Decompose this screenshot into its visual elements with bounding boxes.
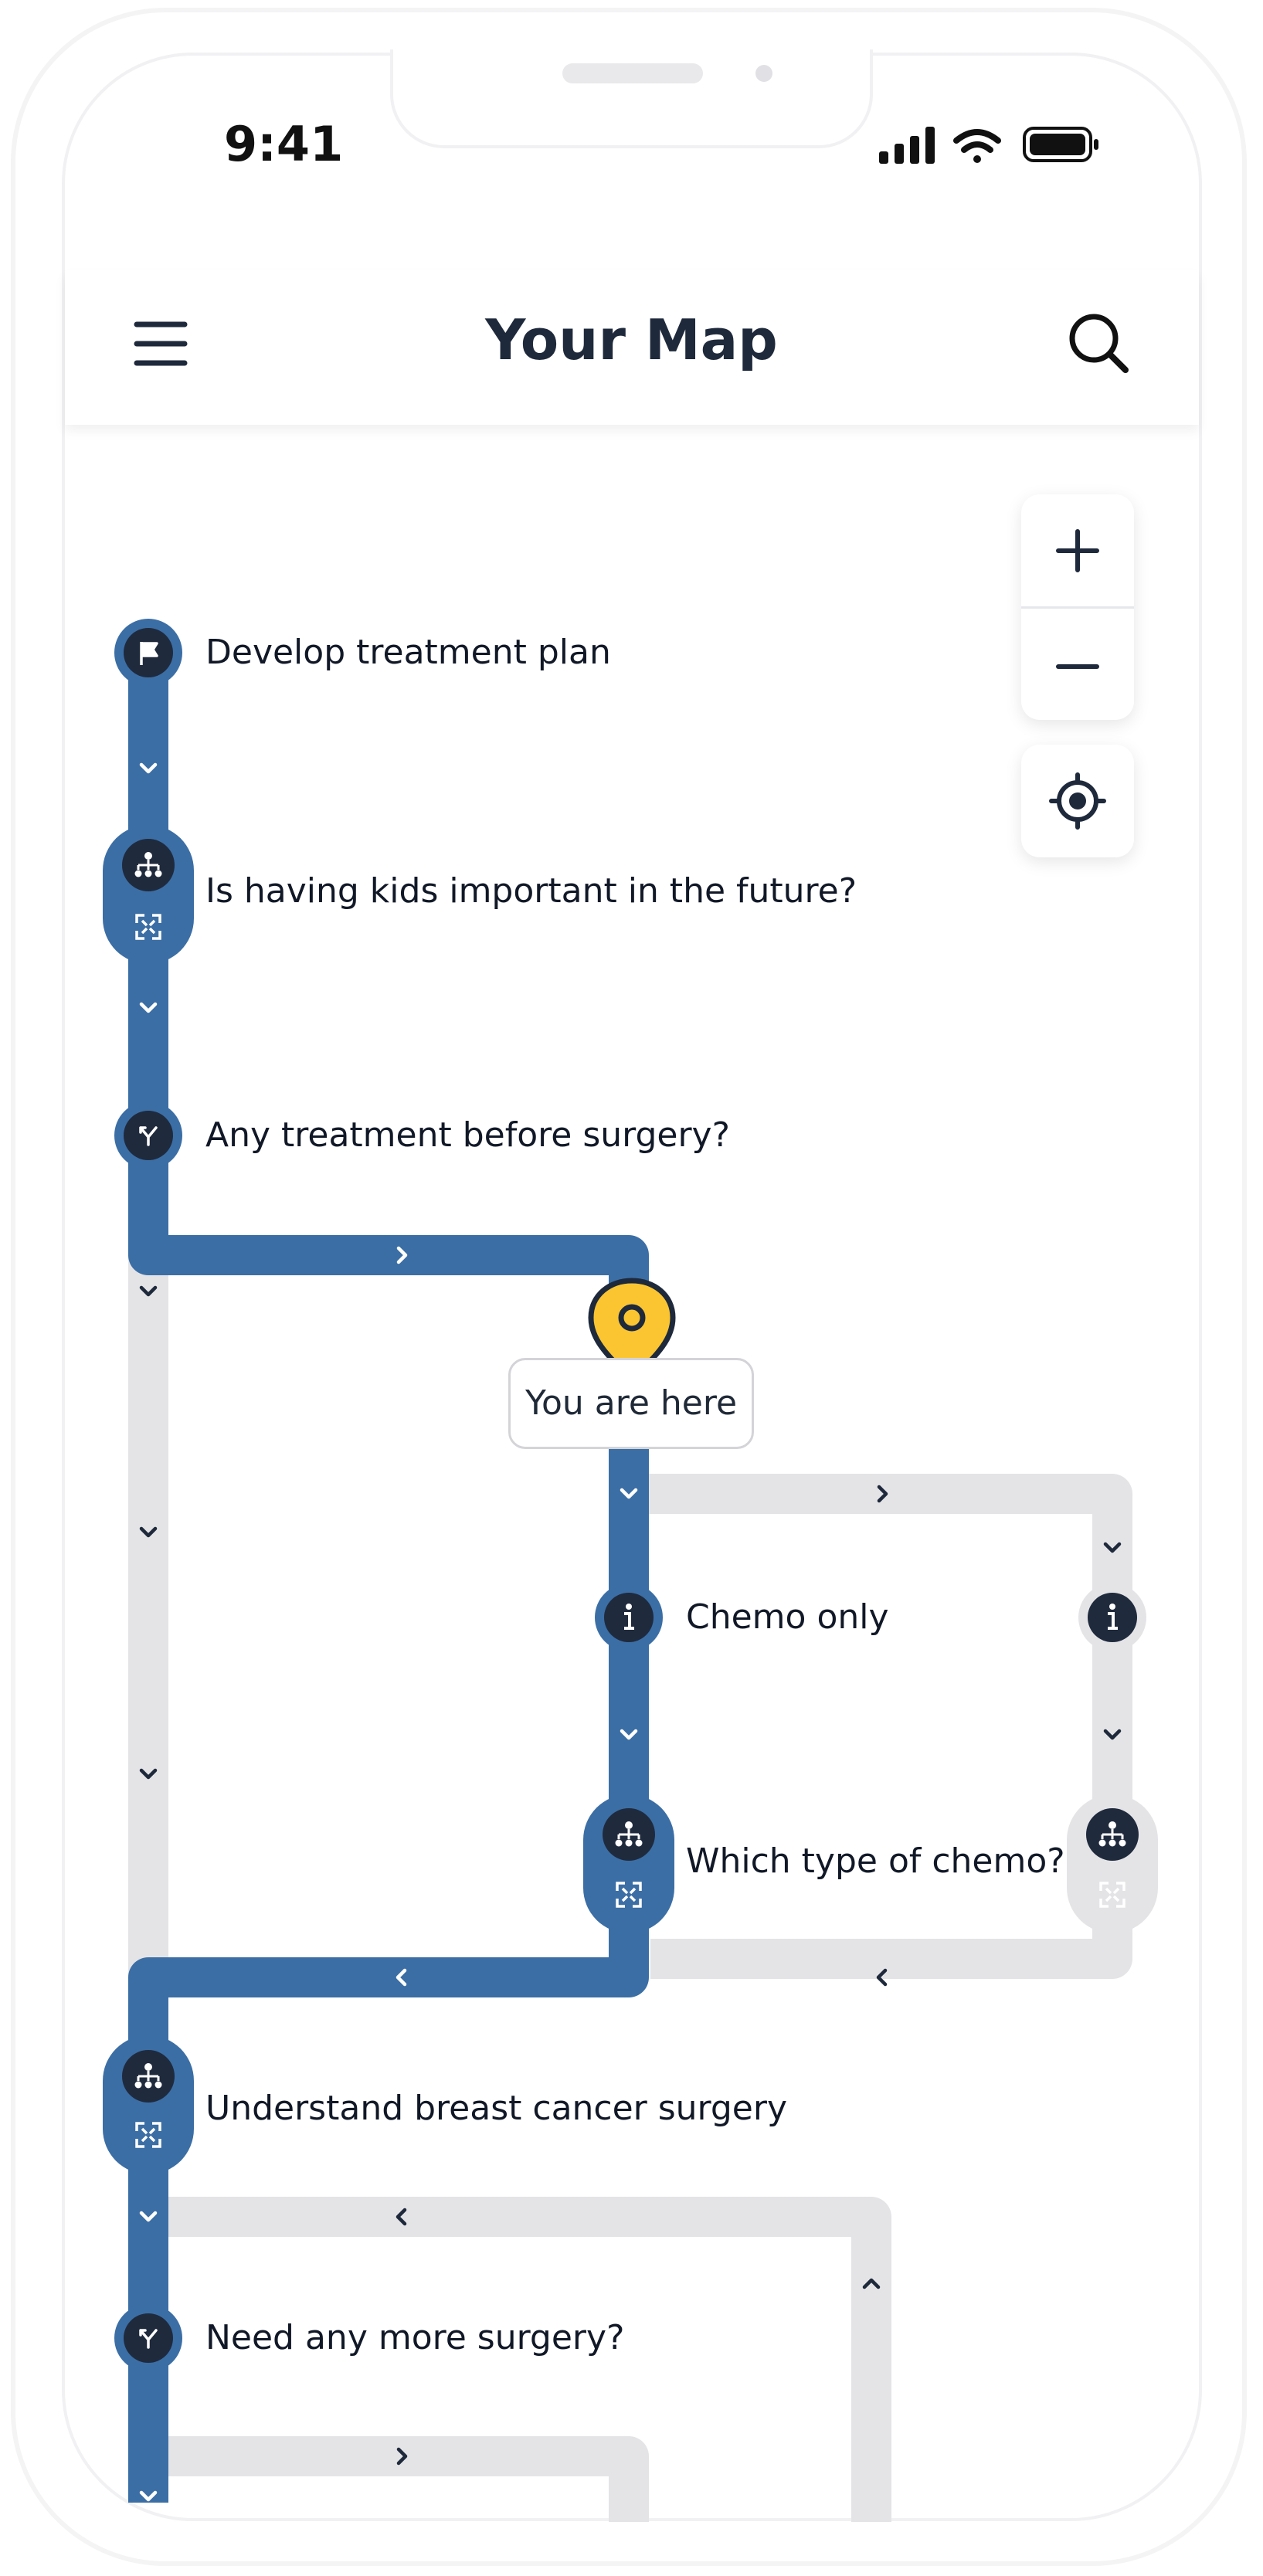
map-canvas[interactable] xyxy=(0,0,1263,2522)
current-location-label: You are here xyxy=(508,1358,754,1449)
node-label-develop-plan[interactable]: Develop treatment plan xyxy=(205,633,611,672)
node-label-understand-surgery[interactable]: Understand breast cancer surgery xyxy=(205,2089,788,2128)
flag-icon[interactable] xyxy=(114,619,182,687)
hierarchy-icon[interactable] xyxy=(122,2050,175,2103)
status-icons xyxy=(879,127,1098,164)
node-label-chemo-only[interactable]: Chemo only xyxy=(686,1597,889,1637)
node-label-kids[interactable]: Is having kids important in the future? xyxy=(205,871,857,911)
info-icon-inactive[interactable] xyxy=(1078,1583,1146,1651)
hierarchy-icon[interactable] xyxy=(122,839,175,891)
camera xyxy=(755,65,772,82)
info-icon[interactable] xyxy=(595,1583,663,1651)
hamburger-icon[interactable] xyxy=(133,320,188,368)
active-chevrons xyxy=(141,765,636,2500)
crosshair-icon[interactable] xyxy=(1047,770,1109,832)
signal-icon xyxy=(879,127,935,164)
fork-icon[interactable] xyxy=(114,1101,182,1169)
minus-icon[interactable] xyxy=(1052,641,1103,692)
search-icon[interactable] xyxy=(1068,312,1129,374)
wifi-icon xyxy=(953,129,1001,163)
node-label-treatment-before-surgery[interactable]: Any treatment before surgery? xyxy=(205,1115,730,1155)
phone-frame xyxy=(11,8,1247,2566)
hierarchy-icon-inactive[interactable] xyxy=(1086,1808,1139,1861)
zoom-divider xyxy=(1021,606,1134,609)
hierarchy-icon[interactable] xyxy=(603,1808,655,1861)
inactive-paths xyxy=(128,1255,1132,2522)
status-time: 9:41 xyxy=(224,116,344,172)
page-title: Your Map xyxy=(485,307,778,372)
app-header xyxy=(65,270,1199,425)
node-label-more-surgery[interactable]: Need any more surgery? xyxy=(205,2318,625,2357)
battery-icon xyxy=(1023,127,1098,162)
node-label-chemo-type[interactable]: Which type of chemo? xyxy=(686,1841,1065,1881)
fork-icon[interactable] xyxy=(114,2304,182,2372)
map-pin-icon xyxy=(588,1278,676,1383)
speaker xyxy=(562,63,703,83)
plus-icon[interactable] xyxy=(1052,525,1103,576)
